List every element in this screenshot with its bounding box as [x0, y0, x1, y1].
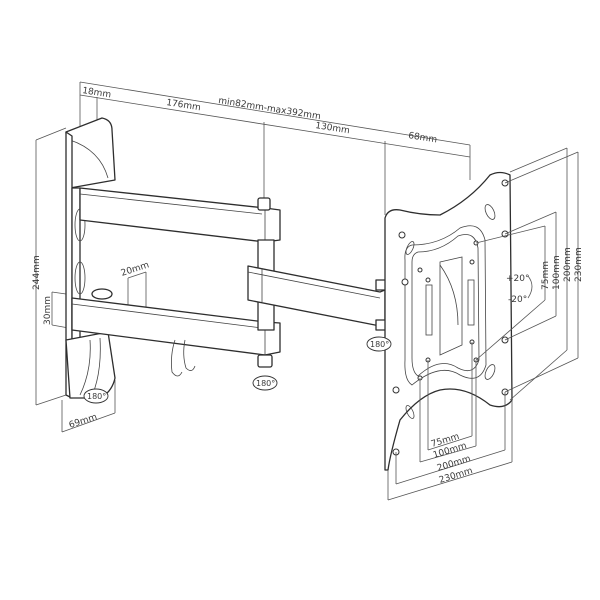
- rotate-icon: [252, 375, 278, 391]
- right-dimension-lines: [475, 147, 579, 401]
- dim-right-230mm: 230mm: [574, 247, 584, 282]
- dim-68mm: 68mm: [408, 131, 438, 145]
- dim-18mm: 18mm: [82, 86, 112, 100]
- svg-text:180°: 180°: [370, 340, 389, 349]
- bottom-dimension-lines: [387, 342, 513, 501]
- arm-upper: [79, 187, 281, 243]
- tilt-down-label: -20°: [508, 295, 527, 305]
- dim-244mm: 244mm: [32, 255, 42, 290]
- dim-69mm: 69mm: [68, 412, 99, 430]
- dim-right-200mm: 200mm: [563, 247, 573, 282]
- rotation-badge-plate: 180°: [366, 336, 392, 352]
- vesa-plate: [384, 171, 513, 471]
- dim-extension-range: min82mm-max392mm: [218, 96, 322, 122]
- rotate-icon: [366, 336, 392, 352]
- arm-lower: [71, 288, 281, 377]
- tilt-up-label: +20°: [506, 274, 530, 284]
- rotate-icon: [83, 388, 109, 404]
- dim-30mm: 30mm: [43, 296, 53, 325]
- rotation-badge-wall: 180°: [83, 388, 109, 404]
- svg-text:180°: 180°: [256, 379, 275, 388]
- svg-text:180°: 180°: [87, 392, 106, 401]
- rotation-badge-arm: 180°: [252, 375, 278, 391]
- wall-plate: [65, 117, 116, 399]
- top-dimension-lines: [79, 81, 471, 215]
- dim-130mm: 130mm: [315, 121, 351, 136]
- dim-right-100mm: 100mm: [552, 255, 562, 290]
- dim-right-75mm: 75mm: [541, 261, 551, 290]
- tilt-arrow-icon: [527, 275, 533, 299]
